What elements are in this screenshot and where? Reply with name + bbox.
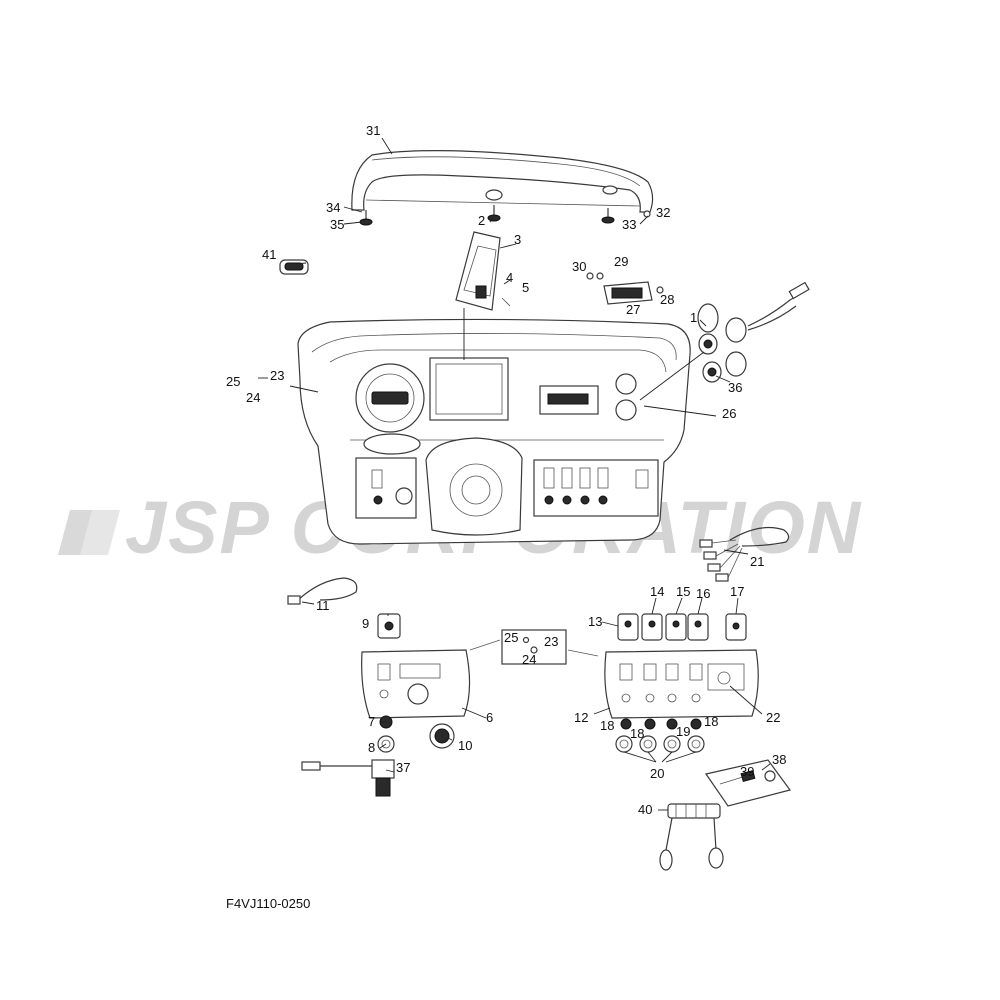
callout-38: 38 [772, 752, 786, 767]
left-switch-panel [361, 613, 471, 719]
callout-28: 28 [660, 292, 674, 307]
callout-25a: 25 [226, 374, 240, 389]
callout-30: 30 [572, 259, 586, 274]
callout-1: 1 [690, 310, 697, 325]
callout-labels: 31 34 35 33 32 2 3 4 5 41 30 29 28 27 1 … [226, 123, 786, 817]
callout-9: 9 [362, 616, 369, 631]
callout-12: 12 [574, 710, 588, 725]
callout-29: 29 [614, 254, 628, 269]
callout-31: 31 [366, 123, 380, 138]
left-knobs [377, 715, 455, 753]
small-harness [287, 577, 358, 605]
callout-17: 17 [730, 584, 744, 599]
lanyard-part [659, 803, 724, 871]
callout-20: 20 [650, 766, 664, 781]
callout-15: 15 [676, 584, 690, 599]
callout-4: 4 [506, 270, 513, 285]
clip-part [279, 259, 309, 275]
power-outlet-parts [697, 281, 810, 383]
callout-23a: 23 [270, 368, 284, 383]
callout-18c: 18 [704, 714, 718, 729]
callout-39: 39 [740, 764, 754, 779]
dashboard-assembly [297, 318, 691, 545]
callout-23b: 23 [544, 634, 558, 649]
callout-36: 36 [728, 380, 742, 395]
callout-21: 21 [750, 554, 764, 569]
callout-37: 37 [396, 760, 410, 775]
callout-13: 13 [588, 614, 602, 629]
callout-25b: 25 [504, 630, 518, 645]
display-bezel-part [455, 231, 511, 311]
wiring-harness [699, 527, 790, 582]
callout-8: 8 [368, 740, 375, 755]
right-switch-panel [604, 613, 759, 719]
leader-lines [258, 137, 771, 811]
callout-2: 2 [478, 213, 485, 228]
switch-panel-part [586, 272, 664, 305]
callout-32: 32 [656, 205, 670, 220]
callout-26: 26 [722, 406, 736, 421]
callout-40: 40 [638, 802, 652, 817]
callout-6: 6 [486, 710, 493, 725]
callout-22: 22 [766, 710, 780, 725]
callout-16: 16 [696, 586, 710, 601]
callout-41: 41 [262, 247, 276, 262]
fastener-inset [469, 629, 599, 665]
callout-27: 27 [626, 302, 640, 317]
callout-18a: 18 [600, 718, 614, 733]
callout-3: 3 [514, 232, 521, 247]
callout-19: 19 [676, 724, 690, 739]
callout-7: 7 [368, 714, 375, 729]
key-part [705, 759, 792, 807]
callout-5: 5 [522, 280, 529, 295]
key-switch-harness [301, 759, 395, 797]
diagram-code: F4VJ110-0250 [226, 896, 310, 911]
grab-bar [351, 150, 654, 226]
callout-24b: 24 [522, 652, 536, 667]
callout-24a: 24 [246, 390, 260, 405]
callout-11: 11 [316, 598, 330, 613]
callout-18b: 18 [630, 726, 644, 741]
callout-10: 10 [458, 738, 472, 753]
callout-14: 14 [650, 584, 664, 599]
callout-35: 35 [330, 217, 344, 232]
callout-34: 34 [326, 200, 340, 215]
callout-33: 33 [622, 217, 636, 232]
